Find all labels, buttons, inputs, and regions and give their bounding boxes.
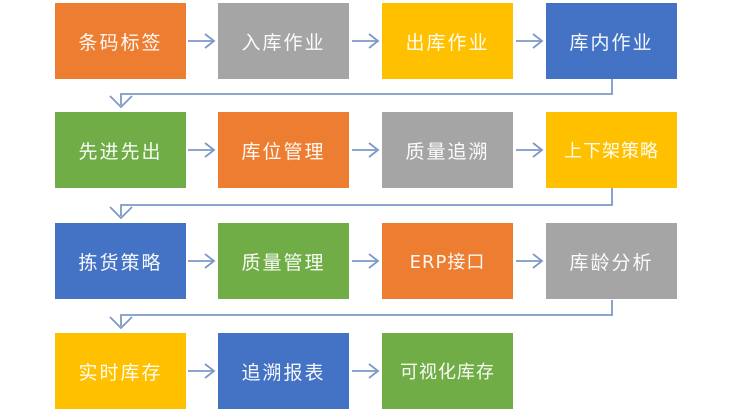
- arrow-right-icon: [351, 251, 381, 271]
- flow-box-r1-c2: 入库作业: [218, 3, 349, 79]
- elbow-arrow-down-icon: [105, 188, 620, 223]
- flow-box-r2-c3: 质量追溯: [382, 112, 513, 188]
- arrow-right-icon: [515, 140, 545, 160]
- flow-box-r4-c1: 实时库存: [55, 333, 186, 409]
- flow-box-label: 实时库存: [78, 361, 163, 384]
- flow-box-r2-c2: 库位管理: [218, 112, 349, 188]
- flow-box-label: 质量追溯: [405, 140, 490, 163]
- flow-box-label: 出库作业: [405, 31, 490, 54]
- flow-box-label: 入库作业: [241, 31, 326, 54]
- flow-box-r3-c1: 拣货策略: [55, 223, 186, 299]
- flow-box-r3-c3: ERP接口: [382, 223, 513, 299]
- arrow-right-icon: [187, 31, 217, 51]
- flow-box-r1-c3: 出库作业: [382, 3, 513, 79]
- flow-box-r1-c1: 条码标签: [55, 3, 186, 79]
- flow-box-r2-c1: 先进先出: [55, 112, 186, 188]
- flow-box-label: 上下架策略: [564, 141, 659, 162]
- elbow-arrow-down-icon: [105, 79, 620, 112]
- arrow-right-icon: [351, 361, 381, 381]
- flow-box-label: 先进先出: [78, 140, 163, 163]
- flow-box-label: 质量管理: [241, 251, 326, 274]
- elbow-arrow-down-icon: [105, 300, 620, 333]
- arrow-right-icon: [351, 140, 381, 160]
- arrow-right-icon: [187, 361, 217, 381]
- arrow-right-icon: [515, 251, 545, 271]
- flow-box-label: 可视化库存: [400, 362, 495, 383]
- flow-box-r4-c2: 追溯报表: [218, 333, 349, 409]
- flow-box-label: ERP接口: [409, 252, 486, 273]
- arrow-right-icon: [351, 31, 381, 51]
- flow-box-r1-c4: 库内作业: [546, 3, 677, 79]
- flow-box-label: 库龄分析: [569, 251, 654, 274]
- flow-box-label: 追溯报表: [241, 361, 326, 384]
- flow-box-label: 条码标签: [78, 31, 163, 54]
- arrow-right-icon: [187, 251, 217, 271]
- flow-box-label: 拣货策略: [78, 251, 163, 274]
- arrow-right-icon: [187, 140, 217, 160]
- arrow-right-icon: [515, 31, 545, 51]
- flow-box-r4-c3: 可视化库存: [382, 333, 513, 409]
- flow-box-label: 库内作业: [569, 31, 654, 54]
- flow-box-r3-c2: 质量管理: [218, 223, 349, 299]
- flow-box-r2-c4: 上下架策略: [546, 112, 677, 188]
- flow-box-label: 库位管理: [241, 140, 326, 163]
- flow-box-r3-c4: 库龄分析: [546, 223, 677, 299]
